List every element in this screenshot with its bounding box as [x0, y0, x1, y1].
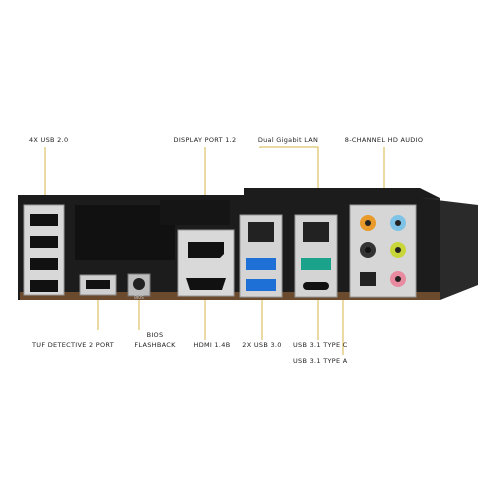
label-bios-flashback: BIOS FLASHBACK [134, 330, 175, 350]
displayport-hdmi-block [177, 229, 235, 297]
audio-jack-panel [349, 204, 417, 298]
lan-usb30-column [239, 214, 283, 298]
tuf-detective-port [79, 274, 117, 296]
label-bios-line1: BIOS [146, 331, 164, 339]
label-tuf-detective: TUF DETECTIVE 2 PORT [32, 341, 115, 349]
label-displayport: DISPLAY PORT 1.2 [173, 136, 237, 144]
usb20-ports [23, 204, 65, 296]
label-usb20: 4X USB 2.0 [29, 136, 69, 144]
label-bios-line2: FLASHBACK [134, 341, 176, 349]
label-hdmi: HDMI 1.4B [193, 341, 231, 349]
bios-stamp: BIOS [134, 295, 144, 300]
label-lan: Dual Gigabit LAN [257, 136, 319, 144]
label-usb31-typec: USB 3.1 TYPE C [293, 341, 348, 349]
label-audio: 8-CHANNEL HD AUDIO [344, 136, 424, 144]
label-usb30: 2X USB 3.0 [242, 341, 282, 349]
bios-flashback-button [127, 273, 151, 297]
callout-lines [44, 146, 385, 355]
lan-usb31-column [294, 214, 338, 298]
label-usb31-typea: USB 3.1 TYPE A [293, 357, 348, 365]
